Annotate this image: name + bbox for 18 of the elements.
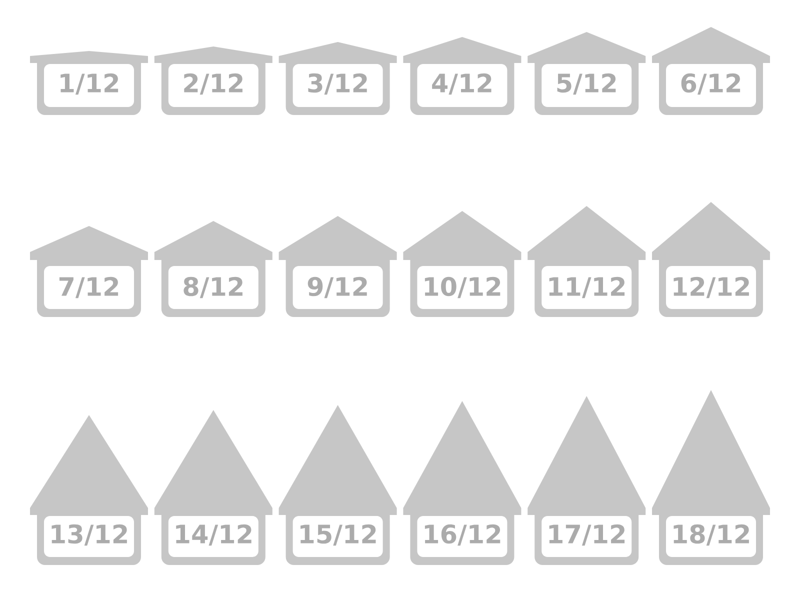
- node-label: 15/12: [300, 524, 376, 546]
- node-label: 17/12: [549, 524, 625, 546]
- node-label: 14/12: [176, 524, 252, 546]
- node-label: 6/12: [681, 73, 740, 95]
- node-label: 7/12: [59, 276, 118, 298]
- node-label: 18/12: [674, 524, 749, 546]
- node-label: 10/12: [424, 276, 500, 298]
- node-label: 4/12: [432, 73, 492, 95]
- node-label: 1/12: [60, 73, 118, 95]
- node-label: 11/12: [549, 276, 625, 298]
- node-label: 9/12: [308, 276, 367, 298]
- node-label: 16/12: [424, 524, 500, 546]
- node-label: 2/12: [184, 73, 242, 95]
- node-label: 8/12: [184, 276, 242, 298]
- node-label: 13/12: [52, 524, 127, 546]
- node-label: 3/12: [308, 73, 367, 95]
- node-label: 5/12: [557, 73, 616, 95]
- node-label: 12/12: [674, 276, 749, 298]
